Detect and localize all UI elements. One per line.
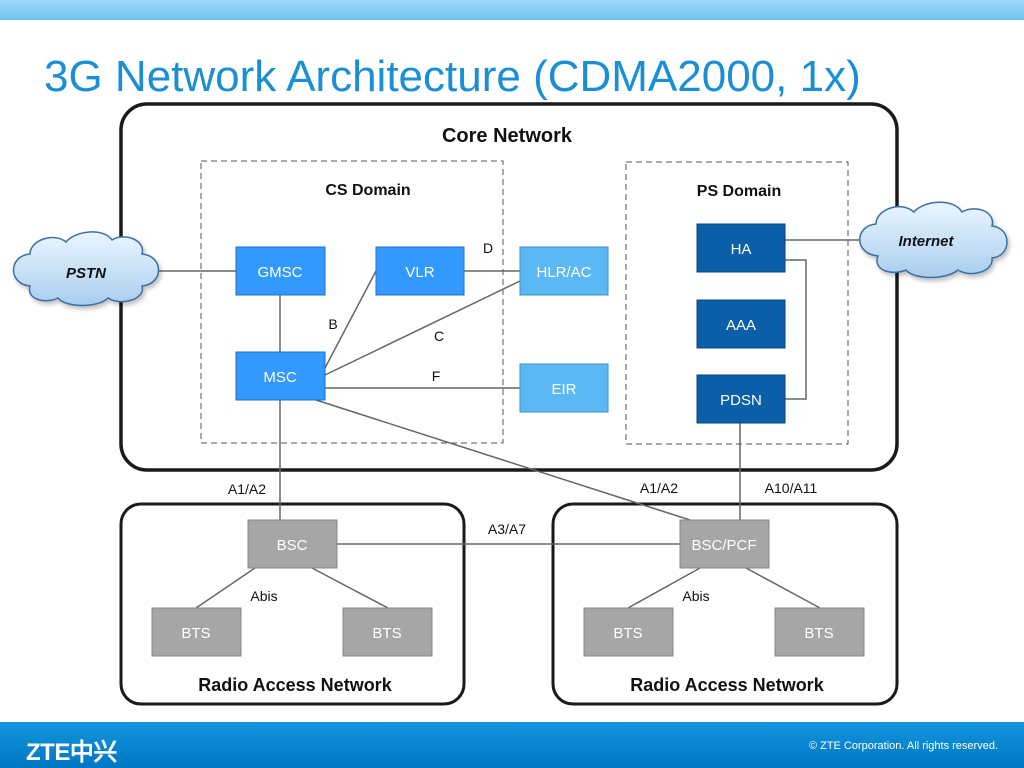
node-bsc-label: BSC — [277, 537, 308, 554]
node-bts-3-label: BTS — [613, 625, 642, 642]
top-band — [0, 0, 1024, 20]
pstn-label: PSTN — [66, 265, 107, 282]
node-hlr: HLR/AC — [519, 246, 609, 296]
node-pdsn: PDSN — [696, 374, 786, 424]
link-bsc-bts1 — [195, 567, 256, 609]
node-msc: MSC — [235, 351, 326, 401]
node-vlr-label: VLR — [405, 264, 434, 281]
node-bts-4: BTS — [774, 607, 865, 657]
link-bsc-bts2 — [311, 567, 389, 609]
node-hlr-label: HLR/AC — [536, 264, 591, 281]
interface-c-label: C — [434, 328, 444, 344]
node-ha-label: HA — [731, 241, 752, 258]
node-bts-1: BTS — [151, 607, 242, 657]
node-gmsc: GMSC — [235, 246, 326, 296]
interface-abis-right-label: Abis — [682, 588, 709, 604]
interface-a1a2-left-label: A1/A2 — [228, 481, 266, 497]
interface-a1a2-right-label: A1/A2 — [640, 480, 678, 496]
link-msc-bscpcf — [315, 399, 691, 521]
interface-a10a11-label: A10/A11 — [765, 480, 818, 496]
node-aaa: AAA — [696, 299, 786, 349]
interface-abis-left-label: Abis — [250, 588, 277, 604]
zte-logo: ZTE中兴 — [26, 739, 117, 766]
network-diagram: PSTN Internet Core Network CS Domain PS … — [12, 102, 1008, 706]
link-msc-hlr — [324, 280, 521, 376]
link-bscpcf-bts4 — [745, 567, 821, 609]
node-bts-1-label: BTS — [181, 625, 210, 642]
node-eir: EIR — [519, 363, 609, 413]
node-msc-label: MSC — [263, 369, 297, 386]
link-ha-pdsn — [785, 259, 807, 400]
pstn-cloud — [12, 231, 160, 307]
node-bts-2: BTS — [342, 607, 433, 657]
cs-domain-label: CS Domain — [325, 182, 410, 199]
copyright-text: © ZTE Corporation. All rights reserved. — [808, 740, 998, 752]
footer-bar — [0, 722, 1024, 768]
node-gmsc-label: GMSC — [258, 264, 303, 281]
node-bts-3: BTS — [583, 607, 674, 657]
node-aaa-label: AAA — [726, 317, 756, 334]
internet-label: Internet — [898, 233, 954, 250]
node-ha: HA — [696, 223, 786, 273]
node-vlr: VLR — [375, 246, 465, 296]
ran-left-label: Radio Access Network — [198, 675, 392, 695]
link-msc-vlr — [324, 270, 377, 369]
ran-right-label: Radio Access Network — [630, 675, 824, 695]
interface-a3a7-label: A3/A7 — [488, 521, 526, 537]
core-network-label: Core Network — [442, 125, 573, 147]
link-bscpcf-bts3 — [627, 567, 701, 609]
interface-d-label: D — [483, 240, 493, 256]
node-bts-4-label: BTS — [804, 625, 833, 642]
ps-domain-label: PS Domain — [697, 183, 781, 200]
node-bsc-pcf-label: BSC/PCF — [691, 537, 756, 554]
slide-title: 3G Network Architecture (CDMA2000, 1x) — [44, 52, 861, 101]
interface-b-label: B — [328, 316, 337, 332]
internet-cloud — [859, 201, 1008, 279]
ps-domain-box — [625, 161, 849, 445]
node-bsc-pcf: BSC/PCF — [679, 519, 770, 569]
node-bsc: BSC — [247, 519, 338, 569]
interface-f-label: F — [432, 368, 441, 384]
node-eir-label: EIR — [551, 381, 576, 398]
cs-domain-box — [200, 160, 504, 444]
node-bts-2-label: BTS — [372, 625, 401, 642]
node-pdsn-label: PDSN — [720, 392, 762, 409]
